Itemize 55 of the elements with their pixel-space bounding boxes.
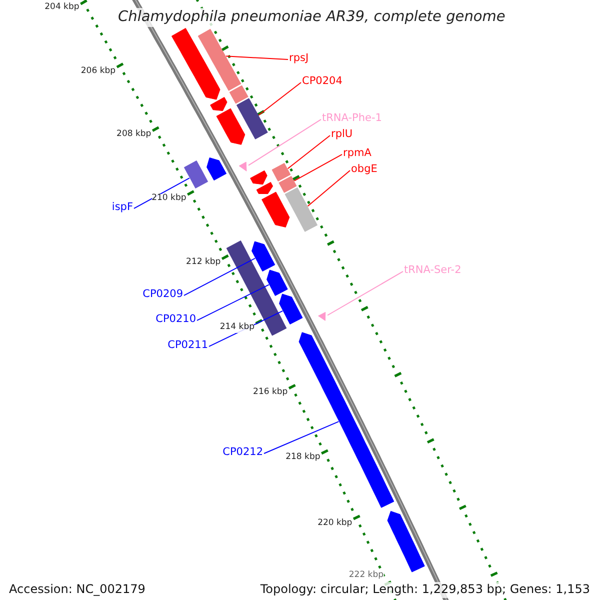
scale-label: 204 kbp	[44, 3, 80, 14]
gene-band	[184, 160, 208, 188]
gene-label: rpmA	[343, 147, 372, 160]
gene-feature	[266, 270, 288, 296]
scale-label: 220 kbp	[318, 518, 352, 528]
gene-feature	[210, 96, 228, 112]
gene-feature	[171, 28, 220, 100]
gene-feature	[262, 192, 290, 228]
gene-band	[229, 85, 248, 104]
leader-line	[196, 284, 270, 321]
accession-text: Accession: NC_002179	[7, 582, 148, 598]
leader-line	[264, 421, 340, 454]
leader-line	[184, 258, 256, 296]
leader-line	[258, 82, 302, 116]
gene-band	[284, 187, 318, 232]
gene-label: CP0209	[142, 288, 183, 300]
gene-feature	[252, 241, 276, 272]
gene-label: tRNA-Ser-2	[404, 264, 462, 276]
gene-label: rplU	[331, 128, 353, 140]
leader-line	[327, 270, 404, 316]
scale-label: 216 kbp	[253, 388, 288, 398]
scale-label: 212 kbp	[186, 258, 221, 268]
gene-label: ispF	[112, 201, 133, 214]
trna-marker	[318, 312, 326, 321]
gene-band	[278, 176, 297, 193]
leader-line	[287, 134, 330, 170]
gene-feature	[256, 182, 274, 194]
gene-band	[236, 98, 268, 140]
scale-label: 208 kbp	[116, 130, 152, 140]
gene-label: obgE	[351, 163, 378, 176]
gene-feature	[216, 108, 246, 145]
gene-feature	[250, 170, 268, 185]
gene-feature	[387, 510, 425, 572]
leader-line	[134, 178, 190, 209]
scale-label: 206 kbp	[80, 66, 116, 76]
gene-label: CP0204	[302, 75, 342, 88]
gene-label: CP0211	[168, 339, 208, 352]
scale-label: 214 kbp	[220, 323, 254, 333]
gene-label: rpsJ	[289, 52, 309, 64]
scale-label: 210 kbp	[152, 194, 186, 204]
leader-line	[248, 118, 322, 166]
genome-info-text: Topology: circular; Length: 1,229,853 bp; Genes: 1,153	[258, 582, 592, 598]
gene-label: tRNA-Phe-1	[322, 112, 382, 124]
leader-line	[226, 56, 288, 60]
leader-line	[294, 154, 342, 182]
trna-marker	[238, 162, 247, 172]
scale-label: 222 kbp	[348, 570, 384, 580]
gene-feature	[206, 157, 227, 181]
gene-band	[272, 162, 291, 182]
gene-label: CP0210	[156, 313, 196, 326]
gene-feature	[279, 294, 303, 324]
gene-band	[198, 28, 242, 91]
gene-label: CP0212	[222, 446, 263, 458]
scale-label: 218 kbp	[286, 453, 320, 463]
leader-line	[307, 170, 350, 207]
